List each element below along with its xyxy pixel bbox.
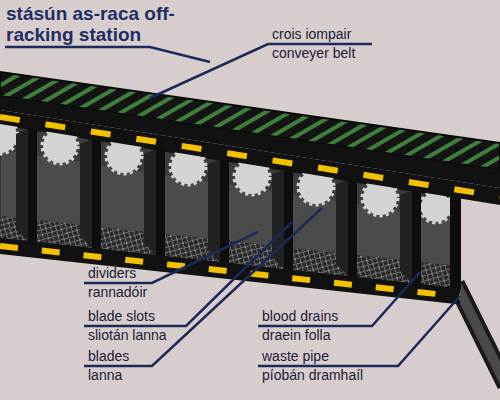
leader-line bbox=[84, 232, 258, 283]
part-label: píobán dramhaíl bbox=[262, 367, 363, 384]
hazard-stripe bbox=[0, 117, 500, 197]
divider-side bbox=[16, 129, 28, 242]
part-label: blade slots bbox=[88, 308, 155, 325]
leader-line bbox=[5, 47, 210, 62]
leader-lines bbox=[5, 44, 460, 366]
conveyor-belt-side bbox=[0, 96, 500, 188]
divider-side bbox=[144, 149, 156, 255]
blade bbox=[421, 192, 451, 222]
part-label: waste pipe bbox=[262, 348, 329, 365]
hazard-stripe bbox=[0, 246, 460, 297]
part-label: blood drains bbox=[262, 308, 338, 325]
divider bbox=[284, 170, 293, 270]
leader-line bbox=[258, 272, 420, 326]
part-label: crois iompair bbox=[272, 26, 351, 43]
leader-line bbox=[84, 222, 292, 326]
divider bbox=[412, 191, 421, 285]
end-cap bbox=[450, 197, 460, 289]
part-label: lanna bbox=[88, 367, 122, 384]
leader-line bbox=[258, 296, 460, 366]
divider bbox=[156, 149, 165, 256]
part-label: blades bbox=[88, 348, 129, 365]
part-label: dividers bbox=[88, 265, 136, 282]
part-label: draein folla bbox=[262, 327, 331, 344]
diagram-title: stásún as-raca off-racking station bbox=[6, 3, 196, 45]
divider-side bbox=[336, 180, 348, 276]
part-label: sliotán lanna bbox=[88, 327, 167, 344]
divider-side bbox=[400, 191, 412, 284]
divider bbox=[348, 180, 357, 277]
upper-frame bbox=[0, 110, 500, 205]
leader-line bbox=[150, 44, 372, 98]
divider-side bbox=[80, 139, 92, 248]
waste-pipe-inner bbox=[456, 284, 500, 385]
divider-side bbox=[208, 160, 220, 263]
divider bbox=[28, 129, 37, 243]
waste-pipe bbox=[456, 284, 500, 385]
divider bbox=[92, 139, 101, 249]
part-label: conveyer belt bbox=[272, 45, 355, 62]
part-label: rannadóir bbox=[88, 284, 147, 301]
